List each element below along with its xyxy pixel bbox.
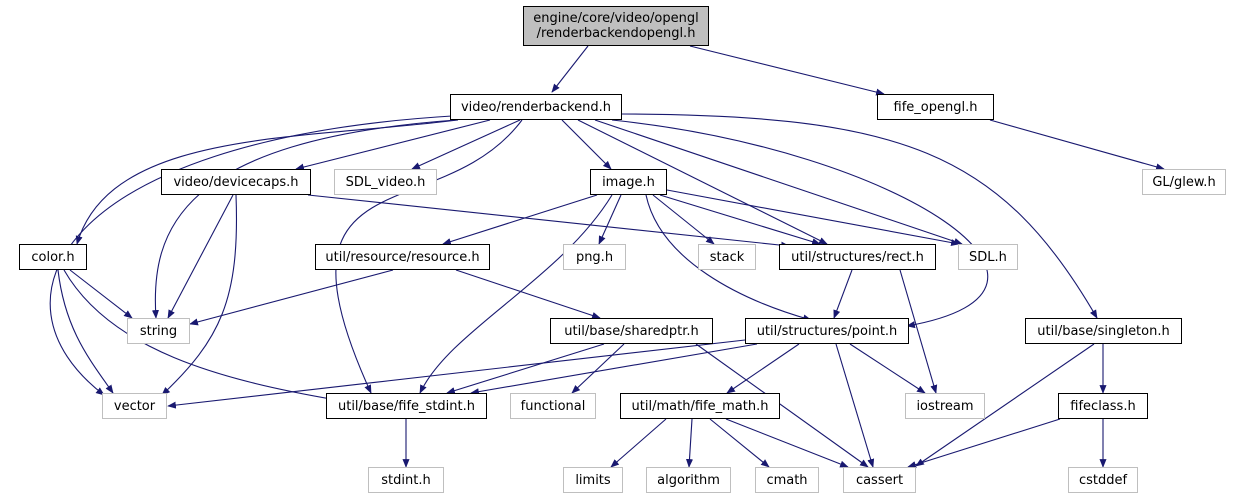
node-root-renderbackendopengl: engine/core/video/opengl /renderbackendo… bbox=[523, 6, 709, 46]
node-algorithm: algorithm bbox=[646, 467, 731, 493]
edge-image-resource bbox=[442, 194, 598, 245]
edge-renderbackend-devicecaps bbox=[295, 119, 491, 171]
edge-fife-opengl-glew bbox=[989, 119, 1165, 171]
node-cstddef: cstddef bbox=[1068, 467, 1138, 493]
edge-renderbackend-rect bbox=[577, 119, 828, 245]
node-sdl-video: SDL_video.h bbox=[334, 169, 437, 195]
edge-resource-sharedptr bbox=[455, 269, 601, 319]
edge-sharedptr-functional bbox=[571, 343, 625, 394]
node-png: png.h bbox=[563, 244, 626, 270]
edge-color-string bbox=[69, 269, 133, 319]
edge-sharedptr-cassert bbox=[695, 343, 869, 468]
edge-fife-math-algorithm bbox=[685, 418, 694, 468]
node-cassert: cassert bbox=[843, 467, 916, 493]
edge-sharedptr-fife-stdint bbox=[446, 343, 605, 395]
node-iostream: iostream bbox=[905, 393, 985, 419]
node-fife-stdint[interactable]: util/base/fife_stdint.h bbox=[326, 393, 487, 419]
edge-rect-point bbox=[833, 269, 853, 319]
node-fife-math[interactable]: util/math/fife_math.h bbox=[620, 393, 780, 419]
node-fife-opengl[interactable]: fife_opengl.h bbox=[877, 94, 994, 120]
edge-rect-iostream bbox=[899, 269, 938, 394]
edge-devicecaps-string bbox=[167, 194, 234, 319]
edge-renderbackend-sdl-video bbox=[411, 119, 521, 170]
node-devicecaps[interactable]: video/devicecaps.h bbox=[161, 169, 311, 195]
edge-root-fife-opengl bbox=[689, 45, 885, 96]
edge-renderbackend-point bbox=[611, 119, 989, 329]
node-limits: limits bbox=[563, 467, 623, 493]
edge-renderbackend-string bbox=[151, 119, 457, 319]
node-resource[interactable]: util/resource/resource.h bbox=[315, 244, 490, 270]
edge-fifeclass-cassert bbox=[907, 418, 1061, 468]
edge-image-png bbox=[598, 194, 622, 245]
edge-devicecaps-rect bbox=[307, 194, 790, 249]
edge-image-point bbox=[645, 194, 812, 322]
edge-renderbackend-sdl bbox=[594, 119, 963, 245]
node-stdint: stdint.h bbox=[368, 467, 444, 493]
node-image[interactable]: image.h bbox=[590, 169, 667, 195]
edge-root-renderbackend bbox=[551, 45, 589, 93]
node-sdl: SDL.h bbox=[958, 244, 1018, 270]
root-label-line1: engine/core/video/opengl bbox=[533, 11, 699, 26]
node-glew: GL/glew.h bbox=[1142, 169, 1226, 195]
edge-fife-math-limits bbox=[610, 418, 667, 468]
edge-renderbackend-vector bbox=[49, 115, 453, 396]
edge-renderbackend-image bbox=[561, 119, 612, 170]
node-renderbackend[interactable]: video/renderbackend.h bbox=[450, 94, 622, 120]
node-sharedptr[interactable]: util/base/sharedptr.h bbox=[550, 318, 713, 344]
edge-fife-math-cmath bbox=[709, 418, 770, 468]
node-singleton[interactable]: util/base/singleton.h bbox=[1025, 318, 1182, 344]
edge-point-cassert bbox=[835, 343, 875, 468]
edge-image-stack bbox=[652, 194, 715, 245]
node-vector: vector bbox=[102, 393, 167, 419]
root-label-line2: /renderbackendopengl.h bbox=[536, 26, 696, 41]
node-color[interactable]: color.h bbox=[19, 244, 87, 270]
edge-devicecaps-vector bbox=[161, 194, 238, 396]
edge-renderbackend-singleton bbox=[619, 113, 1098, 319]
node-cmath: cmath bbox=[755, 467, 819, 493]
edge-fife-math-cassert bbox=[725, 418, 849, 468]
edge-point-fife-math bbox=[726, 343, 800, 394]
edge-point-fife-stdint bbox=[470, 343, 758, 396]
edge-point-vector bbox=[167, 339, 746, 409]
node-functional: functional bbox=[510, 393, 596, 419]
edge-image-fife-stdint bbox=[419, 194, 613, 394]
node-point[interactable]: util/structures/point.h bbox=[745, 318, 909, 344]
edge-resource-string bbox=[189, 269, 394, 326]
node-fifeclass[interactable]: fifeclass.h bbox=[1058, 393, 1148, 419]
node-stack: stack bbox=[698, 244, 756, 270]
edge-point-iostream bbox=[849, 343, 926, 394]
edge-color-fife-stdint bbox=[63, 269, 338, 403]
edge-renderbackend-fife-stdint bbox=[335, 119, 523, 394]
node-string: string bbox=[127, 318, 190, 344]
edge-image-rect bbox=[659, 194, 821, 246]
edge-image-sdl bbox=[666, 189, 960, 247]
node-rect[interactable]: util/structures/rect.h bbox=[779, 244, 936, 270]
edge-color-vector bbox=[57, 269, 114, 394]
edge-singleton-cassert bbox=[915, 343, 1095, 467]
